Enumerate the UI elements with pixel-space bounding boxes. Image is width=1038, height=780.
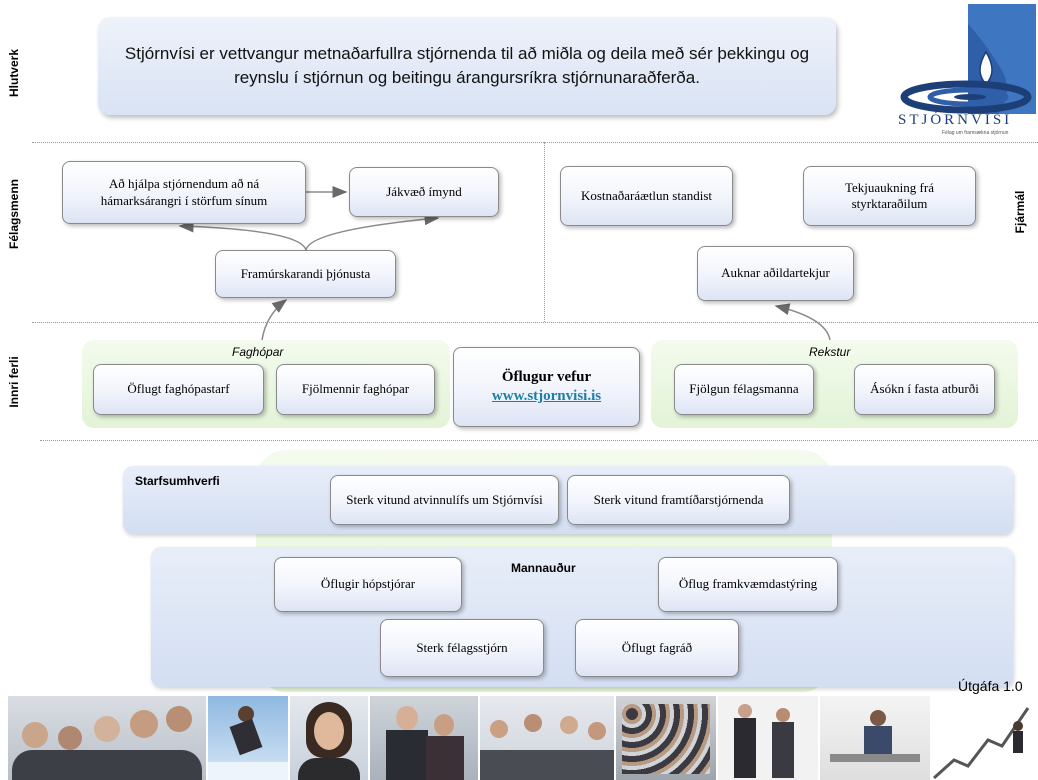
box-strong-groups[interactable]: Öflugt faghópastarf <box>93 364 264 415</box>
panel-rekstur-label: Rekstur <box>809 345 851 359</box>
box-member-income-text: Auknar aðildartekjur <box>721 265 830 281</box>
box-exec-management[interactable]: Öflug framkvæmdastýring <box>658 557 838 612</box>
divider-hlutverk <box>32 142 1038 143</box>
photo-growth-chart-man <box>932 696 1038 780</box>
divider-felagsmenn-fjarmal <box>544 142 545 322</box>
panel-faghopar-label: Faghópar <box>232 345 284 359</box>
mission-statement: Stjórnvísi er vettvangur metnaðarfullra … <box>98 17 836 115</box>
arrow-service-to-help <box>178 220 307 251</box>
photo-crowd <box>616 696 716 780</box>
box-group-leaders[interactable]: Öflugir hópstjórar <box>274 557 462 612</box>
box-large-groups-text: Fjölmennir faghópar <box>301 381 410 397</box>
photo-team-group <box>8 696 206 780</box>
box-future-awareness[interactable]: Sterk vitund framtíðarstjórnenda <box>567 475 790 525</box>
version-label: Útgáfa 1.0 <box>958 678 1023 694</box>
box-event-attendance-text: Ásókn í fasta atburði <box>870 381 979 397</box>
box-member-growth[interactable]: Fjölgun félagsmanna <box>674 364 814 415</box>
website-link[interactable]: www.stjornvisi.is <box>491 388 602 404</box>
divider-innri-ferli <box>32 322 1038 323</box>
box-board-text: Sterk félagsstjórn <box>416 639 508 655</box>
box-exec-management-text: Öflug framkvæmdastýring <box>678 576 818 592</box>
stjornvisi-logo: STJÓRNVÍSI Félag um framsækna stjórnun <box>886 4 1036 144</box>
box-excellent-service-text: Framúrskarandi þjónusta <box>240 265 371 281</box>
box-business-awareness[interactable]: Sterk vitund atvinnulífs um Stjórnvísi <box>330 475 559 525</box>
box-future-awareness-text: Sterk vitund framtíðarstjórnenda <box>593 491 764 507</box>
box-strong-groups-text: Öflugt faghópastarf <box>127 381 230 397</box>
photo-business-team <box>718 696 818 780</box>
box-large-groups[interactable]: Fjölmennir faghópar <box>276 364 435 415</box>
box-budget[interactable]: Kostnaðaráætlun standist <box>560 166 733 226</box>
box-excellent-service[interactable]: Framúrskarandi þjónusta <box>215 250 396 298</box>
photo-woman-portrait <box>290 696 368 780</box>
logo-name: STJÓRNVÍSI <box>898 112 1013 128</box>
photo-man-at-desk <box>820 696 930 780</box>
box-member-growth-text: Fjölgun félagsmanna <box>689 381 799 397</box>
arrow-rekstur-to-income <box>774 303 831 341</box>
divider-learning <box>40 440 1038 441</box>
box-council[interactable]: Öflugt fagráð <box>575 619 739 677</box>
box-web[interactable]: Öflugur vefur www.stjornvisi.is <box>453 347 640 427</box>
box-sponsor-income[interactable]: Tekjuaukning frá styrktaraðilum <box>803 166 976 226</box>
box-help-managers[interactable]: Að hjálpa stjórnendum að ná hámarksárang… <box>62 161 306 224</box>
mission-text: Stjórnvísi er vettvangur metnaðarfullra … <box>124 44 810 87</box>
photo-jumping-man <box>208 696 288 780</box>
photo-meeting <box>480 696 614 780</box>
arrow-service-to-image <box>305 213 440 251</box>
box-council-text: Öflugt fagráð <box>621 639 693 655</box>
box-help-managers-text: Að hjálpa stjórnendum að ná hámarksárang… <box>100 176 268 208</box>
arrow-groups-to-service <box>261 299 288 341</box>
photo-business-couple <box>370 696 478 780</box>
box-positive-image-text: Jákvæð ímynd <box>386 183 462 199</box>
box-member-income[interactable]: Auknar aðildartekjur <box>697 246 854 301</box>
box-board[interactable]: Sterk félagsstjórn <box>380 619 544 677</box>
box-budget-text: Kostnaðaráætlun standist <box>580 187 713 203</box>
box-event-attendance[interactable]: Ásókn í fasta atburði <box>854 364 995 415</box>
box-group-leaders-text: Öflugir hópstjórar <box>320 576 416 592</box>
logo-graphic <box>900 4 1036 114</box>
growth-line <box>932 707 1030 780</box>
box-sponsor-income-text: Tekjuaukning frá styrktaraðilum <box>845 179 934 211</box>
box-web-title: Öflugur vefur <box>501 369 592 386</box>
logo-tagline: Félag um framsækna stjórnun <box>942 130 1009 136</box>
box-business-awareness-text: Sterk vitund atvinnulífs um Stjórnvísi <box>346 491 543 507</box>
box-positive-image[interactable]: Jákvæð ímynd <box>349 167 499 217</box>
panel-mannaudur-label: Mannauður <box>511 561 576 575</box>
panel-starfsumhverfi-label: Starfsumhverfi <box>135 474 220 488</box>
